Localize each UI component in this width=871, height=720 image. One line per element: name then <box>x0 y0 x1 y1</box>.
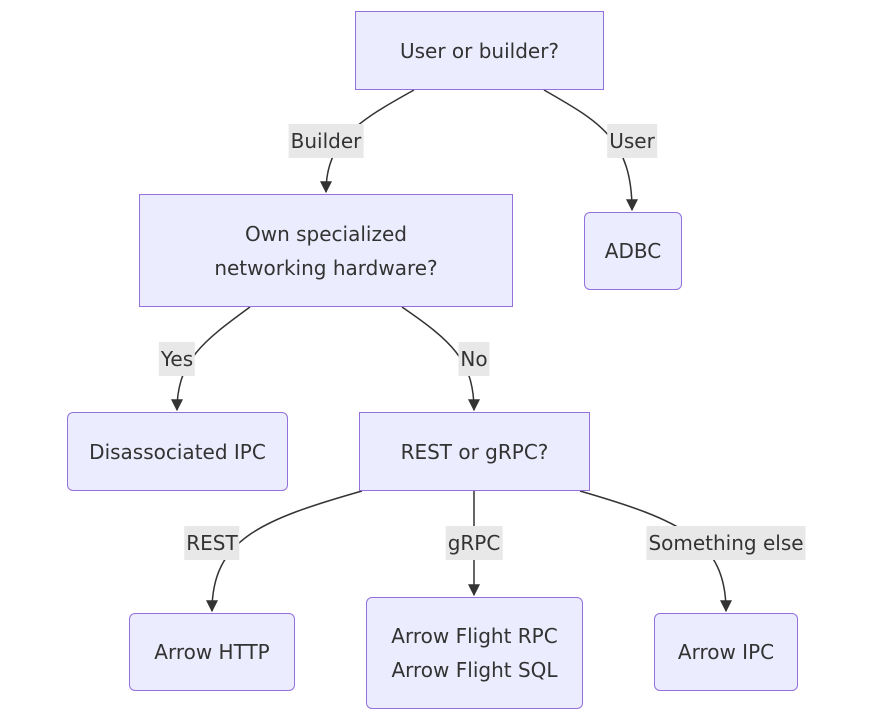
node-text: Arrow HTTP <box>154 635 269 669</box>
edge-label-grpc: gRPC <box>445 526 503 560</box>
node-rest-or-grpc: REST or gRPC? <box>359 412 590 491</box>
node-line: Disassociated IPC <box>89 439 266 464</box>
node-line: User or builder? <box>399 38 560 63</box>
node-line: Arrow Flight RPC <box>391 624 558 648</box>
node-line: Own specialized <box>245 221 407 246</box>
edge-label-rest: REST <box>184 526 240 560</box>
edge-label-builder: Builder <box>288 124 364 158</box>
node-line: Arrow HTTP <box>154 640 270 664</box>
edge-hardware-rest <box>401 306 480 412</box>
node-line: Arrow IPC <box>677 640 775 664</box>
node-text: REST or gRPC? <box>401 435 549 469</box>
node-text: Arrow Flight RPC Arrow Flight SQL <box>391 619 557 687</box>
node-arrow-flight: Arrow Flight RPC Arrow Flight SQL <box>366 597 583 709</box>
node-own-hardware: Own specialized networking hardware? <box>139 194 513 307</box>
node-text: Own specialized networking hardware? <box>214 217 437 285</box>
node-disassociated-ipc: Disassociated IPC <box>67 412 288 491</box>
edge-label-user: User <box>607 124 657 158</box>
node-line: REST or gRPC? <box>400 439 549 464</box>
edge-label-something-else: Something else <box>646 526 806 560</box>
edge-label-yes: Yes <box>158 342 196 376</box>
node-text: ADBC <box>605 234 661 268</box>
node-line: ADBC <box>604 239 662 263</box>
node-text: Disassociated IPC <box>89 435 266 469</box>
edge-label-no: No <box>458 342 490 376</box>
node-arrow-http: Arrow HTTP <box>129 613 295 691</box>
node-arrow-ipc: Arrow IPC <box>654 613 798 691</box>
node-line: networking hardware? <box>214 255 438 280</box>
node-adbc: ADBC <box>584 212 682 290</box>
edge-hardware-disassociated <box>171 306 251 412</box>
node-line: Arrow Flight SQL <box>391 658 558 682</box>
node-user-or-builder: User or builder? <box>355 11 604 90</box>
node-text: User or builder? <box>400 34 559 68</box>
edge-rest-http <box>206 490 363 613</box>
node-text: Arrow IPC <box>678 635 774 669</box>
